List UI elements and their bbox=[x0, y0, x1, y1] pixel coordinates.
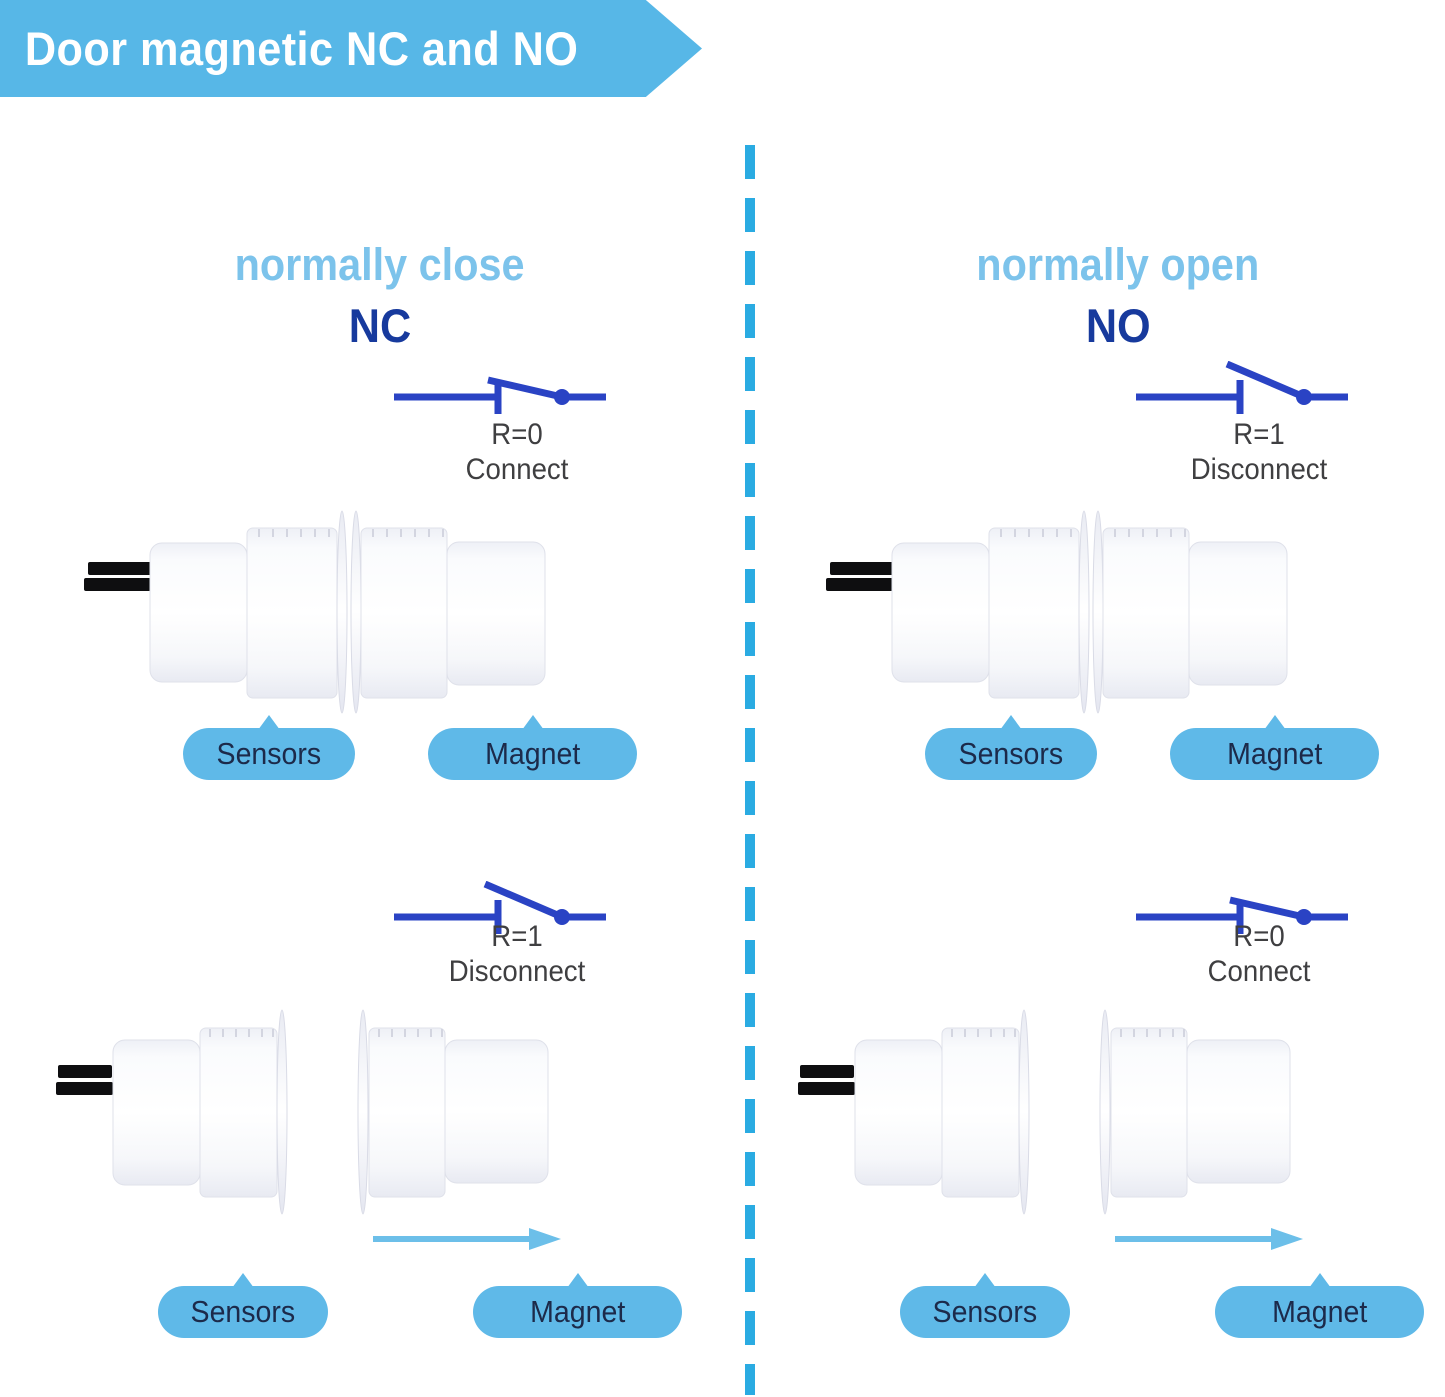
magnet-label-pill: Magnet bbox=[1215, 1286, 1424, 1338]
sensor-wires bbox=[798, 1065, 855, 1095]
sensor-flange bbox=[1018, 1009, 1030, 1215]
no-column-abbr: NO bbox=[1085, 299, 1151, 352]
switch-state-caption: R=1 Disconnect bbox=[1144, 417, 1374, 487]
sensors-label-pill: Sensors bbox=[158, 1286, 328, 1338]
magnet-flange bbox=[1092, 510, 1104, 714]
dashed-divider bbox=[745, 145, 755, 1395]
resistance-value: R=0 bbox=[491, 418, 543, 451]
nc-column-subtitle: normally close bbox=[235, 239, 525, 290]
move-right-arrow-icon bbox=[1115, 1228, 1303, 1250]
sensor-wires bbox=[826, 562, 894, 591]
sensor-flange bbox=[276, 1009, 288, 1215]
switch-state-caption: R=0 Connect bbox=[1144, 919, 1374, 989]
sensor-magnet-separated-illustration bbox=[56, 1009, 549, 1215]
magnet-ridges bbox=[1114, 529, 1186, 537]
sensor-magnet-attached-illustration bbox=[826, 510, 1288, 714]
connection-state: Connect bbox=[1207, 955, 1311, 988]
magnet-label-pill: Magnet bbox=[1170, 728, 1379, 780]
resistance-value: R=1 bbox=[491, 920, 543, 953]
sensor-body bbox=[891, 510, 1090, 714]
move-right-arrow-icon bbox=[373, 1228, 561, 1250]
connection-state: Disconnect bbox=[448, 955, 586, 988]
sensor-magnet-separated-illustration bbox=[798, 1009, 1291, 1215]
resistance-value: R=1 bbox=[1233, 418, 1285, 451]
magnet-flange bbox=[357, 1009, 369, 1215]
sensors-label-pill: Sensors bbox=[183, 728, 355, 780]
sensor-body bbox=[854, 1009, 1030, 1215]
switch-closed-icon bbox=[1136, 896, 1348, 934]
switch-state-caption: R=1 Disconnect bbox=[402, 919, 632, 989]
sensor-ridges bbox=[1000, 529, 1072, 537]
magnet-ridges bbox=[1120, 1029, 1185, 1037]
no-column-subtitle: normally open bbox=[976, 239, 1260, 290]
switch-open-icon bbox=[394, 881, 606, 934]
sensor-ridges bbox=[258, 529, 330, 537]
sensor-ridges bbox=[209, 1029, 274, 1037]
sensor-flange bbox=[1078, 510, 1090, 714]
switch-state-caption: R=0 Connect bbox=[402, 417, 632, 487]
magnet-body bbox=[1092, 510, 1288, 714]
magnet-body bbox=[1099, 1009, 1291, 1215]
sensors-label-pill: Sensors bbox=[925, 728, 1097, 780]
resistance-value: R=0 bbox=[1233, 920, 1285, 953]
switch-open-icon bbox=[1136, 361, 1348, 414]
sensor-body bbox=[149, 510, 348, 714]
sensor-body bbox=[112, 1009, 288, 1215]
connection-state: Connect bbox=[465, 453, 569, 486]
header-banner: Door magnetic NC and NO bbox=[0, 0, 702, 97]
nc-column-abbr: NC bbox=[348, 299, 412, 352]
magnet-body bbox=[357, 1009, 549, 1215]
switch-closed-icon bbox=[394, 376, 606, 414]
sensor-wires bbox=[56, 1065, 113, 1095]
magnet-ridges bbox=[378, 1029, 443, 1037]
page-title: Door magnetic NC and NO bbox=[24, 22, 579, 75]
sensor-magnet-attached-illustration bbox=[84, 510, 546, 714]
magnet-flange bbox=[350, 510, 362, 714]
sensor-ridges bbox=[951, 1029, 1016, 1037]
sensor-flange bbox=[336, 510, 348, 714]
connection-state: Disconnect bbox=[1190, 453, 1328, 486]
magnet-ridges bbox=[372, 529, 444, 537]
magnet-label-pill: Magnet bbox=[473, 1286, 682, 1338]
magnet-flange bbox=[1099, 1009, 1111, 1215]
magnet-body bbox=[350, 510, 546, 714]
magnet-label-pill: Magnet bbox=[428, 728, 637, 780]
sensor-wires bbox=[84, 562, 152, 591]
sensors-label-pill: Sensors bbox=[900, 1286, 1070, 1338]
